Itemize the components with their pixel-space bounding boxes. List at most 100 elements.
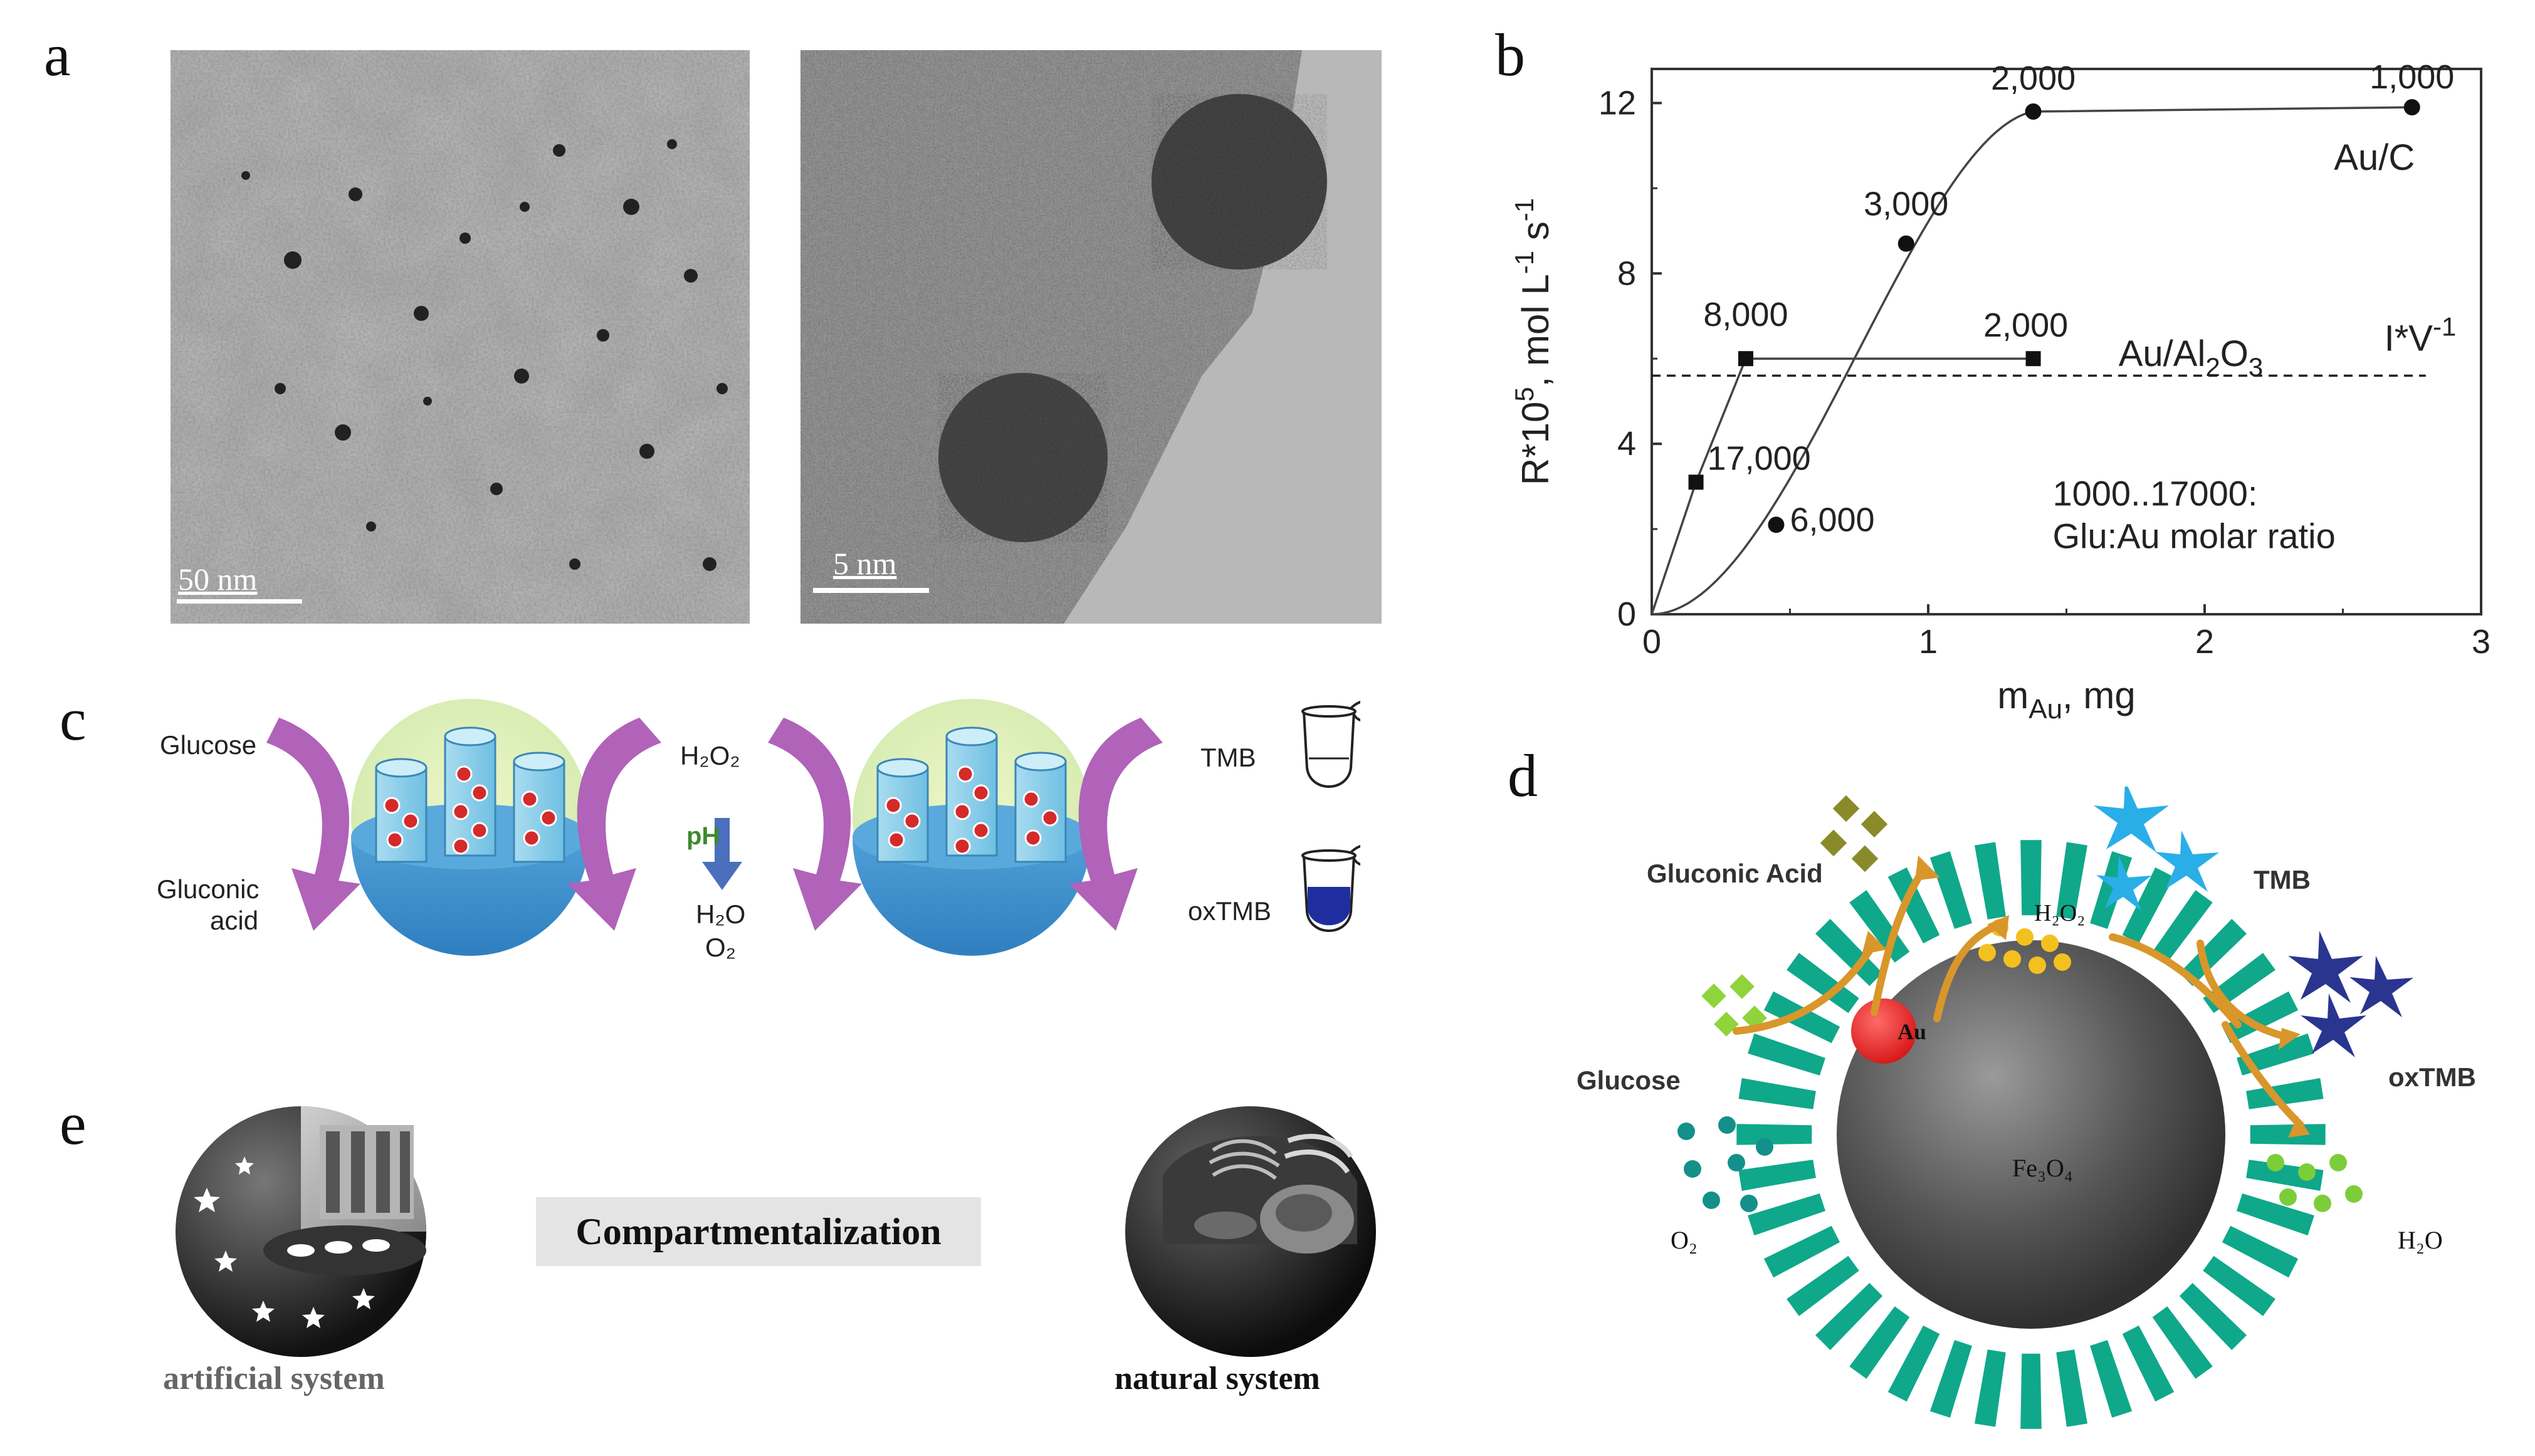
data-point-au-c [2403,99,2420,116]
label-ph-c: pH [686,822,720,850]
label-au-d: Au [1897,1019,1927,1044]
label-gluconic-c-1: Gluconic [157,874,260,904]
shell-segment [1763,991,1840,1044]
shell-segment [2250,1124,2326,1145]
scale-label-5nm: 5 nm [833,546,897,581]
shell-segment [2237,1033,2314,1076]
tem-low-mag-svg [171,50,750,624]
shell-segment [1975,842,2006,919]
annotation-ratio-desc: Glu:Au molar ratio [2052,516,2335,556]
data-label-au-c: 6,000 [1790,501,1874,538]
shell-segment [2056,1349,2087,1427]
shell-segment [2179,919,2247,987]
label-glucose-d: Glucose [1577,1066,1681,1095]
h2o2-dots [1978,919,2071,974]
shell-segment [1815,1282,1883,1350]
label-h2o2-d: H₂O₂ [2034,900,2086,926]
shell-segment [2179,1282,2247,1350]
scale-label-50nm: 50 nm [178,562,258,597]
shell-segment [1787,1255,1859,1316]
label-oxtmb-c: oxTMB [1188,896,1272,926]
core-shell-nanoreactor-diagram [1677,787,2413,1429]
series-name-au-al2o3: Au/Al2O3 [2119,333,2263,382]
panel-letter-d: d [1508,742,1538,809]
tmb-stars [2094,787,2219,911]
shell-segment [1738,1078,1816,1109]
panel-letter-a: a [44,21,71,88]
gold-nanoparticle [1851,998,1916,1064]
shell-segment [1748,1033,1825,1076]
artificial-system-sphere [176,1106,426,1357]
shell-segment [1748,1193,1825,1236]
shell-segment [2222,991,2299,1044]
series-line-au-al2o3 [1651,357,2034,615]
label-fe3o4-d: Fe₃O₄ [2012,1154,2073,1182]
data-point-au-c [1768,516,1785,533]
y-tick-label: 8 [1617,254,1636,292]
label-o2-d: O₂ [1671,1226,1698,1254]
fe3o4-core [1837,940,2225,1329]
shell-segment [2020,1353,2042,1429]
shell-segment [2203,1255,2275,1316]
tmb-tube [1301,701,1360,788]
series-line-au-c [1651,106,2412,615]
tem-image-high-mag: 5 nm [800,50,1382,624]
annotation-ratio-range: 1000..17000: [2052,474,2257,513]
reaction-arrows [1733,864,2304,1129]
shell-segment [2090,1340,2133,1418]
reaction-arrow-heads [1862,856,2310,1138]
mesoporous-shell [1736,840,2326,1429]
gluconic-acid-diamonds [1820,795,1888,872]
label-tmb-d: TMB [2254,865,2311,894]
label-o2-c: O₂ [705,933,736,962]
nanoreactor-right [853,699,1091,956]
x-tick-label: 3 [2472,623,2490,661]
label-h2o2-c: H₂O₂ [680,741,740,770]
y-tick-label: 0 [1617,595,1636,633]
label-h2o-c: H₂O [696,899,746,929]
data-label-au-al2o3: 17,000 [1708,439,1811,477]
oxygen-dots [1677,1116,1773,1212]
data-point-au-al2o3 [2025,351,2041,367]
data-label-au-al2o3: 8,000 [1703,296,1788,333]
cascade-reaction-diagram [266,699,1360,956]
panel-letter-c: c [60,686,87,753]
reference-line-label: I*V-1 [2385,312,2457,359]
purple-curved-arrows [266,718,1163,931]
data-label-au-c: 1,000 [2370,58,2454,96]
x-axis-label: mAu, mg [1997,674,2136,725]
shell-segment [2020,840,2042,916]
shell-segment [2056,842,2087,919]
data-label-au-al2o3: 2,000 [1983,306,2068,344]
shell-segment [2152,890,2213,963]
data-label-au-c: 3,000 [1864,186,1948,223]
label-gluconic-acid-d: Gluconic Acid [1647,859,1823,888]
y-tick-label: 12 [1598,84,1636,122]
data-point-au-al2o3 [1688,474,1704,490]
shell-segment [1736,1124,1812,1145]
nanoreactor-left [351,699,589,956]
oxtmb-tube [1301,845,1360,932]
water-dots [2267,1154,2363,1212]
panel-letter-b: b [1495,21,1525,88]
x-tick-label: 1 [1919,623,1938,661]
shell-segment [2222,1225,2299,1278]
label-tmb-c: TMB [1200,743,1256,772]
data-point-au-al2o3 [1738,351,1753,367]
tem-high-mag-svg [800,50,1382,624]
natural-system-sphere [1125,1106,1376,1357]
shell-segment [2122,1325,2175,1402]
compartmentalization-label: Compartmentalization [536,1197,981,1266]
shell-segment [1929,1340,1972,1418]
shell-segment [1887,867,1940,944]
panel-letter-e: e [60,1090,87,1157]
series-name-au-c: Au/C [2334,137,2415,178]
label-natural-system: natural system [1115,1361,1320,1396]
label-glucose-c: Glucose [160,730,257,760]
data-point-au-c [2025,103,2042,120]
data-point-au-c [1897,235,1914,252]
data-label-au-c: 2,000 [1991,60,2076,97]
shell-segment [1738,1160,1816,1191]
shell-segment [2152,1306,2213,1379]
